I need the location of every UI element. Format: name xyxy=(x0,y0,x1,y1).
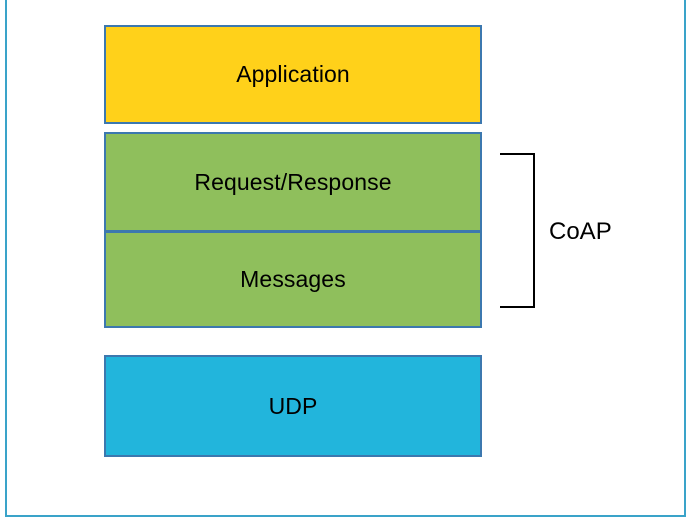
layer-box-request-response[interactable]: Request/Response xyxy=(104,132,482,232)
coap-group-label: CoAP xyxy=(549,218,612,245)
layer-box-udp[interactable]: UDP xyxy=(104,355,482,457)
layer-box-messages[interactable]: Messages xyxy=(104,231,482,328)
layer-label-application: Application xyxy=(236,61,350,87)
layer-label-request-response: Request/Response xyxy=(194,168,392,195)
layer-label-messages: Messages xyxy=(240,266,346,292)
layer-box-application[interactable]: Application xyxy=(104,25,482,124)
coap-group-bracket xyxy=(500,153,535,308)
layer-label-udp: UDP xyxy=(268,392,318,419)
